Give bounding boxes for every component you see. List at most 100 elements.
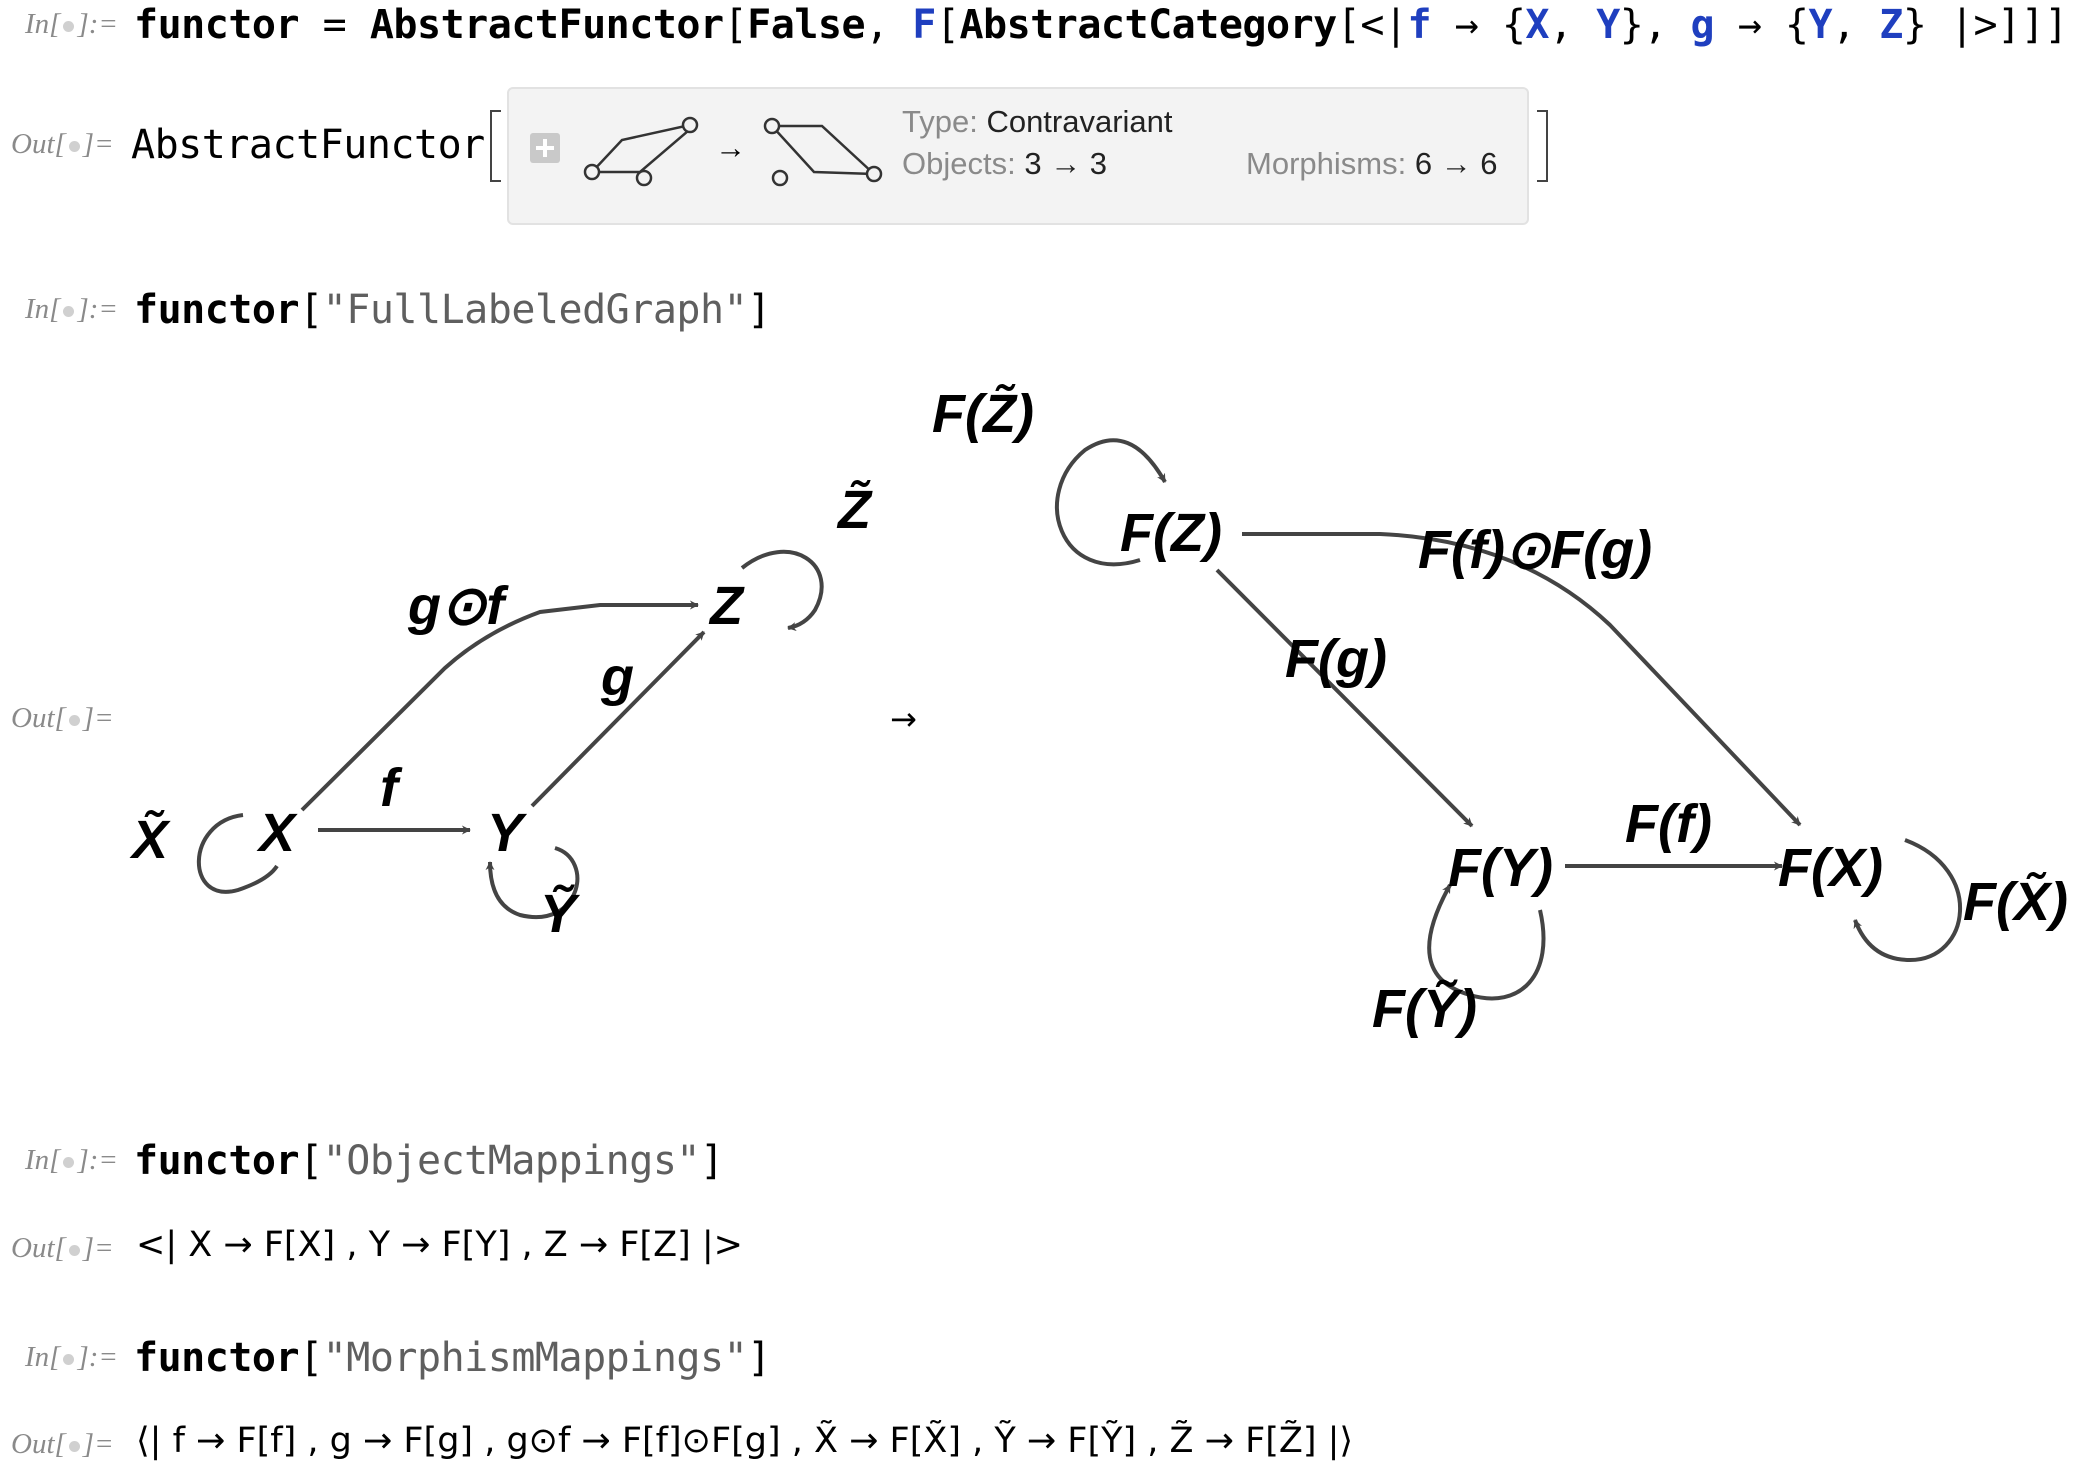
category-thumbnail-icon <box>763 117 883 187</box>
code-token: F <box>912 2 936 48</box>
node-FX-tilde: F(X̃) <box>1963 872 2068 932</box>
code-token: [<| <box>1336 2 1408 48</box>
code-token: functor <box>134 1138 300 1184</box>
code-token: AbstractCategory <box>959 2 1337 48</box>
summary-box[interactable] <box>507 87 1529 225</box>
graph-map-arrow: → <box>890 700 917 738</box>
edge-label-FfFg: F(f)⊙F(g) <box>1418 520 1652 580</box>
code-string: "MorphismMappings" <box>322 1335 748 1381</box>
code-token: = <box>299 2 370 48</box>
loop-FZ <box>1055 438 1167 567</box>
loop-X <box>196 813 279 894</box>
input-cell-4[interactable]: functor["MorphismMappings"] <box>134 1335 771 1381</box>
cell-dot-icon <box>68 1440 80 1452</box>
edge-Fg <box>1215 568 1474 828</box>
code-token: Y <box>1596 2 1620 48</box>
node-FY: F(Y) <box>1448 838 1553 898</box>
input-cell-2[interactable]: functor["FullLabeledGraph"] <box>134 287 771 333</box>
summary-type: Type: Contravariant <box>902 104 1173 140</box>
code-token: Z <box>1879 2 1903 48</box>
label-suffix: ]= <box>82 1232 114 1264</box>
input-label: In[ ]:= <box>25 293 118 326</box>
code-token: } |>]]] <box>1902 2 2069 48</box>
label-prefix: In[ <box>25 1144 61 1176</box>
label-suffix: ]= <box>82 128 114 160</box>
code-token: [ <box>299 1138 323 1184</box>
code-token: [ <box>299 287 323 333</box>
code-token: ] <box>747 287 771 333</box>
node-X: X <box>256 803 298 863</box>
output-label: Out[ ]= <box>11 128 114 161</box>
code-token: }, <box>1619 2 1691 48</box>
cell-dot-icon <box>68 140 80 152</box>
code-token: → { <box>1431 2 1526 48</box>
code-token: , <box>1832 2 1880 48</box>
code-string: "FullLabeledGraph" <box>322 287 748 333</box>
cell-dot-icon <box>63 305 75 317</box>
label-prefix: In[ <box>25 8 61 40</box>
label-prefix: In[ <box>25 293 61 325</box>
output-label: Out[ ]= <box>11 1428 114 1461</box>
input-cell-3[interactable]: functor["ObjectMappings"] <box>134 1138 724 1184</box>
code-token: , <box>1549 2 1597 48</box>
label-prefix: Out[ <box>11 1428 66 1460</box>
code-token: ] <box>747 1335 771 1381</box>
expand-plus-icon[interactable] <box>530 133 560 163</box>
morphism-mappings-output: ⟨| f → F[f] , g → F[g] , g⊙f → F[f]⊙F[g]… <box>136 1421 1354 1461</box>
node-FX: F(X) <box>1778 838 1883 898</box>
summary-morphisms: Morphisms: 6 → 6 <box>1246 146 1498 182</box>
label-suffix: ]:= <box>77 8 118 40</box>
loop-FX <box>1853 838 1962 963</box>
object-mappings-output: <| X → F[X] , Y → F[Y] , Z → F[Z] |> <box>136 1225 743 1265</box>
code-token: functor <box>134 287 300 333</box>
code-string: "ObjectMappings" <box>322 1138 701 1184</box>
input-cell-1[interactable]: functor = AbstractFunctor[False, F[Abstr… <box>134 2 2068 48</box>
summary-key: Type: <box>902 104 987 139</box>
loop-Y <box>485 846 580 919</box>
summary-value: Contravariant <box>986 104 1173 139</box>
node-Y: Y <box>487 803 528 863</box>
summary-key: Objects: <box>902 146 1025 181</box>
node-FY-tilde: F(Ỹ) <box>1372 979 1477 1039</box>
code-token: [ <box>935 2 960 48</box>
node-FZ: F(Z) <box>1120 503 1222 563</box>
output-label: Out[]= <box>11 702 114 735</box>
summary-bracket-right <box>1537 110 1548 182</box>
cell-dot-icon <box>68 714 80 726</box>
code-token: → { <box>1714 2 1809 48</box>
label-prefix: Out[ <box>11 128 66 160</box>
label-suffix: ]:= <box>77 1144 118 1176</box>
input-label: In[ ]:= <box>25 1144 118 1177</box>
summary-arrow: → <box>715 130 746 165</box>
code-token: Y <box>1808 2 1833 48</box>
label-suffix: ]= <box>82 702 114 734</box>
edge-gf <box>300 600 699 812</box>
label-suffix: ]:= <box>77 1341 118 1373</box>
label-prefix: In[ <box>25 1341 61 1373</box>
edge-label-f: f <box>380 758 403 818</box>
label-prefix: Out[ <box>11 1232 66 1264</box>
node-FZ-tilde: F(Z̃) <box>932 384 1034 444</box>
loop-Z <box>740 549 824 632</box>
summary-key: Morphisms: <box>1246 146 1415 181</box>
input-label: In[ ]:= <box>25 8 118 41</box>
label-suffix: ]:= <box>77 293 118 325</box>
node-Z-tilde: Z̃ <box>836 480 873 540</box>
code-token: functor <box>134 2 300 48</box>
edge-label-Fg: F(g) <box>1285 629 1387 689</box>
cell-dot-icon <box>68 1244 80 1256</box>
cell-dot-icon <box>63 20 75 32</box>
label-suffix: ]= <box>82 1428 114 1460</box>
code-token: False <box>747 2 866 48</box>
summary-value: 3 → 3 <box>1024 146 1108 181</box>
code-token: ] <box>699 1138 724 1184</box>
code-token: , <box>865 2 913 48</box>
code-token: g <box>1690 2 1715 48</box>
loop-FY <box>1427 884 1546 1001</box>
edge-label-gf: g⊙f <box>407 576 509 636</box>
output-label: Out[ ]= <box>11 1232 114 1265</box>
summary-value: 6 → 6 <box>1414 146 1498 181</box>
cell-dot-icon <box>63 1156 75 1168</box>
